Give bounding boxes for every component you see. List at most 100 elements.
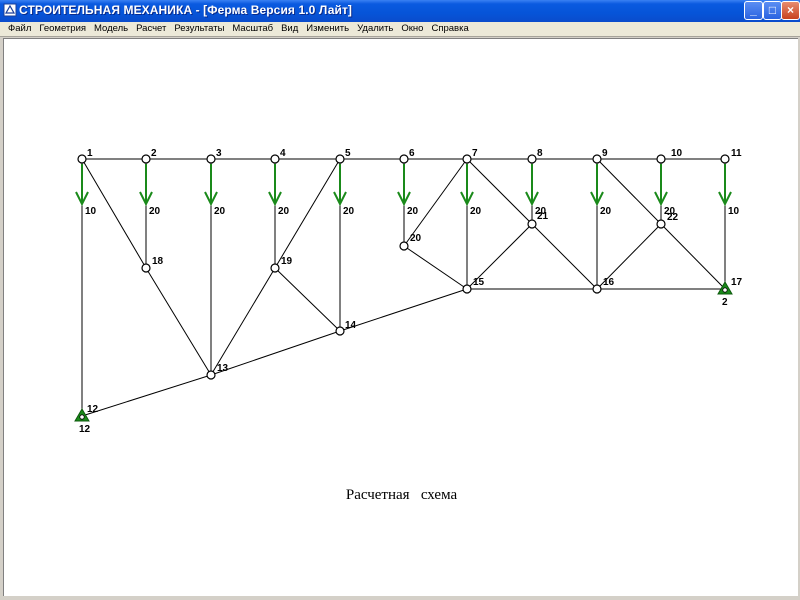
load-arrow-head-11 [718,191,732,207]
drawing-canvas[interactable] [3,38,798,596]
load-value-label: 10 [728,206,740,217]
truss-member-19-13 [210,267,276,376]
truss-member-21-16 [531,223,598,290]
node-label-6: 6 [409,148,415,159]
menu-geometry[interactable]: Геометрия [39,23,87,34]
node-label-12: 12 [87,404,99,415]
title-bar[interactable]: СТРОИТЕЛЬНАЯ МЕХАНИКА - [Ферма Версия 1.… [0,0,800,22]
menu-edit[interactable]: Изменить [306,23,350,34]
load-arrow-head-5 [333,191,347,207]
truss-member-7-20 [403,158,468,247]
load-arrow-head-3 [204,191,218,207]
load-arrow-head-4 [268,191,282,207]
truss-node-8[interactable] [527,154,537,164]
node-label-11: 11 [731,148,742,159]
load-arrow-head-2 [139,191,153,207]
menu-results[interactable]: Результаты [174,23,225,34]
truss-node-21[interactable] [527,219,537,229]
node-label-7: 7 [472,148,478,159]
truss-node-14[interactable] [335,326,345,336]
support-label: 2 [722,297,728,308]
load-value-label: 20 [535,206,547,217]
node-label-8: 8 [537,148,543,159]
node-label-18: 18 [152,256,164,267]
minimize-button[interactable]: _ [744,1,763,20]
node-label-4: 4 [280,148,286,159]
load-value-label: 20 [278,206,290,217]
menu-calculation[interactable]: Расчет [136,23,167,34]
truss-node-3[interactable] [206,154,216,164]
supports: 12 2 [74,281,733,435]
menu-model[interactable]: Модель [94,23,129,34]
truss-node-22[interactable] [656,219,666,229]
node-label-19: 19 [281,256,293,267]
load-value-label: 20 [600,206,612,217]
node-label-16: 16 [603,277,615,288]
truss-node-13[interactable] [206,370,216,380]
truss-node-9[interactable] [592,154,602,164]
truss-member-9-22 [596,158,662,225]
support-pin-12 [79,414,85,420]
node-label-20: 20 [410,233,422,244]
truss-member-7-21 [466,158,533,225]
truss-node-11[interactable] [720,154,730,164]
menu-view[interactable]: Вид [281,23,299,34]
load-value-label: 10 [85,206,97,217]
load-arrow-head-1 [75,191,89,207]
menu-delete[interactable]: Удалить [357,23,394,34]
node-label-5: 5 [345,148,351,159]
node-label-2: 2 [151,148,157,159]
node-label-10: 10 [671,148,683,159]
truss-node-10[interactable] [656,154,666,164]
truss-member-19-14 [274,267,341,332]
node-label-21: 21 [537,211,549,222]
truss-node-20[interactable] [399,241,409,251]
support-label: 12 [79,424,91,435]
menu-window[interactable]: Окно [401,23,424,34]
truss-member-20-15 [403,245,468,290]
truss-node-5[interactable] [335,154,345,164]
load-arrow-head-10 [654,191,668,207]
truss-node-6[interactable] [399,154,409,164]
truss-node-15[interactable] [462,284,472,294]
truss-node-4[interactable] [270,154,280,164]
menu-file[interactable]: Файл [8,23,32,34]
truss-node-2[interactable] [141,154,151,164]
support-pin-17 [722,287,728,293]
truss-node-16[interactable] [592,284,602,294]
menu-scale[interactable]: Масштаб [232,23,274,34]
truss-member-18-13 [145,267,212,376]
node-label-1: 1 [87,148,93,159]
node-label-14: 14 [345,320,357,331]
truss-member-21-15 [466,223,533,290]
window-bottom-border [0,596,800,600]
truss-member-1-18 [81,158,147,269]
menu-help[interactable]: Справка [431,23,469,34]
load-arrow-head-8 [525,191,539,207]
load-value-label: 20 [407,206,419,217]
node-label-22: 22 [667,212,679,223]
node-label-9: 9 [602,148,608,159]
truss-node-7[interactable] [462,154,472,164]
truss-node-1[interactable] [77,154,87,164]
truss-member-12-13 [81,374,212,417]
load-value-label: 20 [214,206,226,217]
truss-node-18[interactable] [141,263,151,273]
node-label-17: 17 [731,277,743,288]
node-label-3: 3 [216,148,222,159]
load-arrow-head-6 [397,191,411,207]
truss-member-22-17 [660,223,726,290]
truss-member-13-14 [210,330,341,376]
truss-nodes [77,154,730,380]
load-arrow-head-9 [590,191,604,207]
truss-node-19[interactable] [270,263,280,273]
window-title: СТРОИТЕЛЬНАЯ МЕХАНИКА - [Ферма Версия 1.… [19,3,353,17]
load-value-label: 20 [149,206,161,217]
load-value-label: 20 [343,206,355,217]
app-icon[interactable] [3,3,17,17]
truss-member-14-15 [339,288,468,332]
